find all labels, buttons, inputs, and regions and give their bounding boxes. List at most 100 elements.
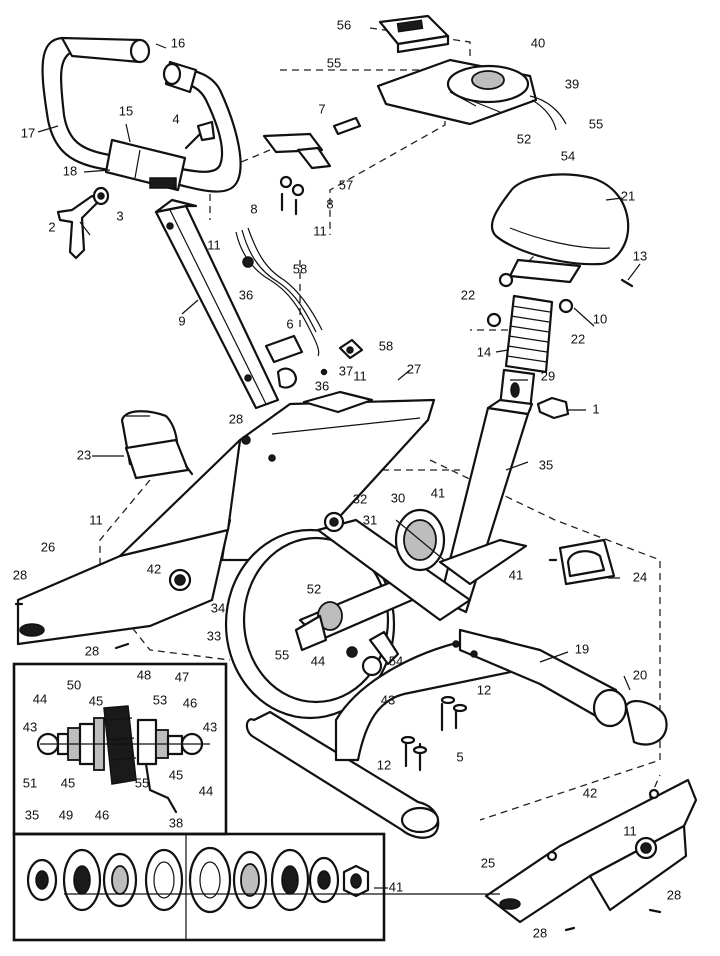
callout-35: 35: [539, 457, 553, 472]
callout-55: 55: [327, 55, 341, 70]
callout-36: 36: [239, 287, 253, 302]
callout-19: 19: [575, 641, 589, 656]
callout-34: 34: [211, 600, 225, 615]
pedals: [120, 410, 616, 586]
callout-12: 12: [377, 757, 391, 772]
callout-57: 57: [339, 177, 353, 192]
callout-58: 58: [293, 261, 307, 276]
sensor-wires: [235, 227, 364, 389]
callout-46: 46: [183, 695, 197, 710]
callout-54: 54: [389, 653, 403, 668]
callout-31: 31: [363, 512, 377, 527]
callout-1: 1: [592, 401, 599, 416]
callout-11: 11: [623, 823, 637, 838]
callout-40: 40: [531, 35, 545, 50]
callout-leaders: [37, 43, 641, 895]
seat-post-bellows: [498, 294, 554, 412]
callout-labels: 1 2 3 4 5 6 7 8 8 9 10 11 11 11 11 11 12…: [13, 17, 681, 940]
callout-55: 55: [275, 647, 289, 662]
callout-3: 3: [116, 208, 123, 223]
callout-2: 2: [48, 219, 55, 234]
callout-43: 43: [203, 719, 217, 734]
callout-33: 33: [207, 628, 221, 643]
callout-53: 53: [153, 692, 167, 707]
callout-50: 50: [67, 677, 81, 692]
callout-10: 10: [593, 311, 607, 326]
callout-15: 15: [119, 103, 133, 118]
hub-detail-inset: [12, 662, 228, 836]
callout-11: 11: [313, 223, 327, 238]
callout-39: 39: [565, 76, 579, 91]
callout-4: 4: [172, 111, 179, 126]
callout-12: 12: [477, 682, 491, 697]
callout-55: 55: [589, 116, 603, 131]
callout-28: 28: [85, 643, 99, 658]
callout-37: 37: [339, 363, 353, 378]
callout-28: 28: [667, 887, 681, 902]
callout-28: 28: [229, 411, 243, 426]
handlebar-post: [154, 198, 280, 410]
adjustment-knob-parts: [56, 120, 216, 260]
callout-54: 54: [561, 148, 575, 163]
base-frame: [245, 628, 668, 839]
callout-41: 41: [431, 485, 445, 500]
callout-52: 52: [307, 581, 321, 596]
callout-11: 11: [207, 237, 221, 252]
callout-44: 44: [311, 653, 325, 668]
callout-43: 43: [23, 719, 37, 734]
callout-13: 13: [633, 248, 647, 263]
callout-41: 41: [509, 567, 523, 582]
callout-23: 23: [77, 447, 91, 462]
callout-28: 28: [13, 567, 27, 582]
callout-43: 43: [381, 692, 395, 707]
computer-console: [376, 14, 567, 131]
callout-5: 5: [456, 749, 463, 764]
callout-21: 21: [621, 188, 635, 203]
callout-9: 9: [178, 313, 185, 328]
callout-8: 8: [250, 201, 257, 216]
callout-7: 7: [318, 101, 325, 116]
callout-16: 16: [171, 35, 185, 50]
callout-56: 56: [337, 17, 351, 32]
callout-42: 42: [147, 561, 161, 576]
handlebar-assembly: [41, 36, 242, 193]
callout-26: 26: [41, 539, 55, 554]
right-chain-guard: [484, 778, 698, 932]
seat-tube: [438, 396, 570, 614]
callout-6: 6: [286, 316, 293, 331]
callout-44: 44: [33, 691, 47, 706]
callout-25: 25: [481, 855, 495, 870]
callout-44: 44: [199, 783, 213, 798]
callout-36: 36: [315, 378, 329, 393]
callout-11: 11: [353, 368, 367, 383]
callout-55: 55: [135, 775, 149, 790]
callout-22: 22: [461, 287, 475, 302]
callout-46: 46: [95, 807, 109, 822]
callout-28: 28: [533, 925, 547, 940]
callout-51: 51: [23, 775, 37, 790]
callout-20: 20: [633, 667, 647, 682]
callout-8: 8: [326, 196, 333, 211]
callout-22: 22: [571, 331, 585, 346]
callout-18: 18: [63, 163, 77, 178]
callout-45: 45: [89, 693, 103, 708]
seat: [486, 173, 634, 328]
callout-27: 27: [407, 361, 421, 376]
callout-17: 17: [21, 125, 35, 140]
callout-42: 42: [583, 785, 597, 800]
callout-30: 30: [391, 490, 405, 505]
left-chain-guard: [14, 438, 242, 650]
callout-41: 41: [389, 879, 403, 894]
callout-24: 24: [633, 569, 647, 584]
callout-49: 49: [59, 807, 73, 822]
computer-bracket: [262, 116, 362, 216]
callout-29: 29: [541, 368, 555, 383]
callout-52: 52: [517, 131, 531, 146]
bearing-set-inset: [12, 832, 386, 942]
callout-45: 45: [169, 767, 183, 782]
callout-11: 11: [89, 512, 103, 527]
callout-47: 47: [175, 669, 189, 684]
callout-48: 48: [137, 667, 151, 682]
callout-32: 32: [353, 491, 367, 506]
